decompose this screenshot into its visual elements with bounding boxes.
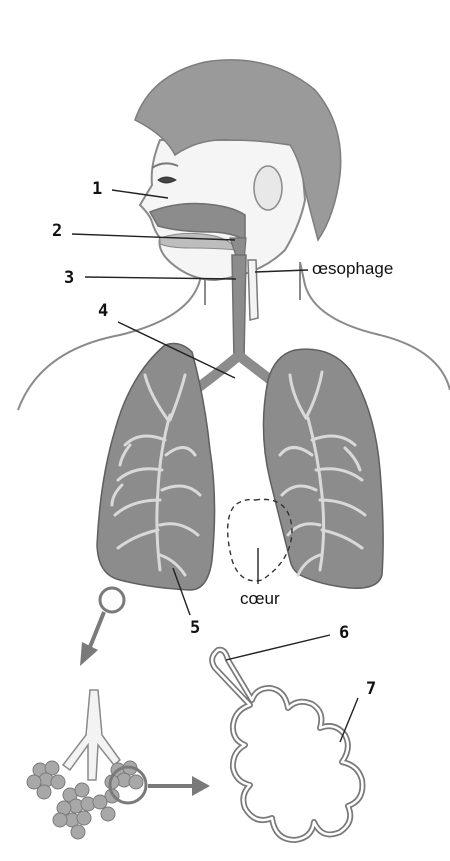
lung-zoom-circle <box>100 588 124 612</box>
label-oesophage: œsophage <box>312 259 393 278</box>
leader-6 <box>226 635 330 660</box>
trachea <box>232 255 246 360</box>
label-coeur: cœur <box>240 589 280 608</box>
label-4: 4 <box>98 301 108 321</box>
oesophagus <box>248 260 258 320</box>
left-lung <box>97 344 215 590</box>
label-2: 2 <box>52 221 62 241</box>
alveoli-cluster <box>27 690 146 839</box>
arrow-right-icon <box>148 776 210 796</box>
arrow-down-left-icon <box>80 612 104 666</box>
leader-7 <box>340 698 358 742</box>
alveolar-sac <box>212 650 362 840</box>
ear <box>254 166 282 210</box>
label-6: 6 <box>339 623 349 643</box>
label-1: 1 <box>92 179 102 199</box>
label-7: 7 <box>366 679 376 699</box>
label-5: 5 <box>190 618 200 638</box>
lungs <box>97 344 383 590</box>
label-3: 3 <box>64 268 74 288</box>
